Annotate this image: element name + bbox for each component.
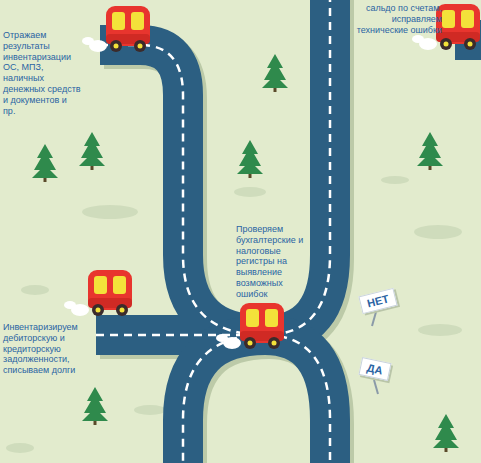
road <box>96 0 481 463</box>
step-note: Проверяем бухгалтерские и налоговые реги… <box>236 224 306 300</box>
road-marking <box>96 0 330 463</box>
trees <box>32 54 459 452</box>
sign-posts <box>372 312 378 394</box>
cars <box>64 4 480 349</box>
sign-text: ДА <box>366 361 384 376</box>
step-note: Отражаем результаты инвентаризации ОС, М… <box>3 30 81 116</box>
road-sign: ДА <box>358 357 391 381</box>
step-note: Инвентаризируем дебиторскую и кредиторск… <box>3 322 87 376</box>
road-shadow <box>100 0 334 463</box>
sign-text: НЕТ <box>366 293 390 310</box>
road-sign: НЕТ <box>358 288 397 314</box>
step-note: сальдо по счетам, исправляем технические… <box>354 3 442 35</box>
